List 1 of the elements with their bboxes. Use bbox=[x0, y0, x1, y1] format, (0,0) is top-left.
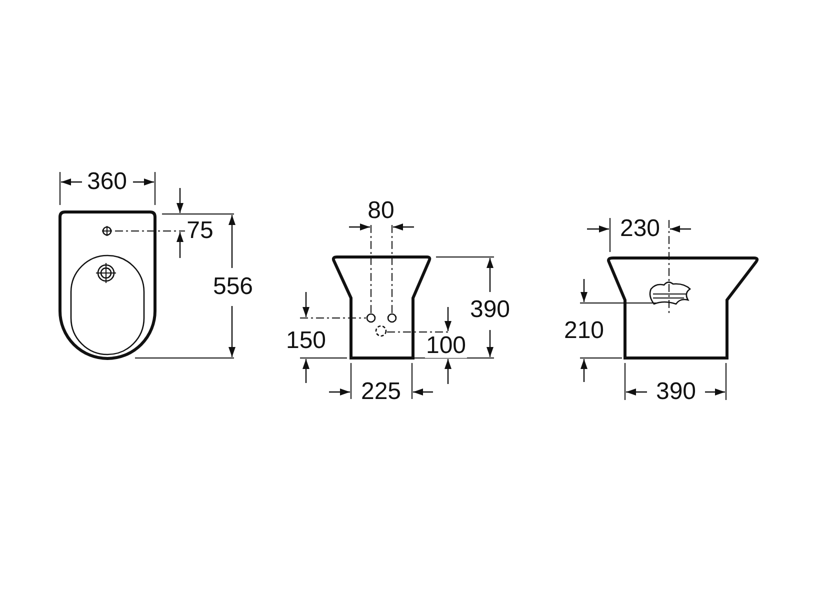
dimension-label: 100 bbox=[424, 334, 468, 358]
